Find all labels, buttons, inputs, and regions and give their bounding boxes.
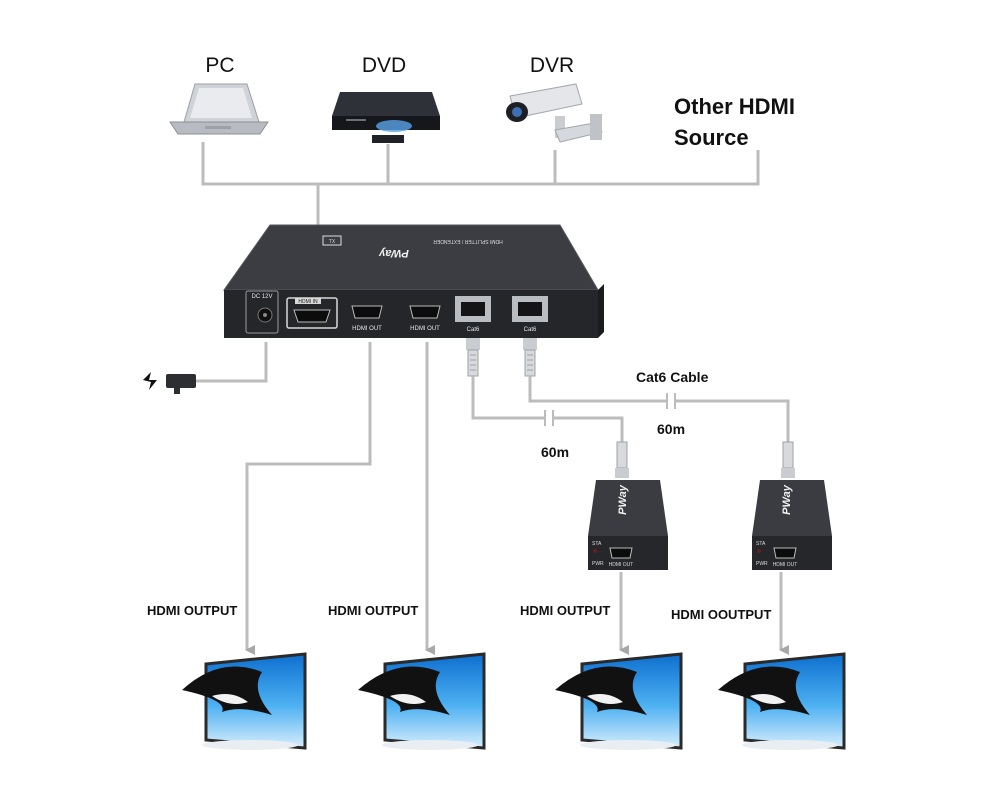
cat6-label-1: Cat6 (467, 327, 480, 333)
other-source-line1: Other HDMI (674, 94, 795, 119)
hdmi-out-label-1: HDMI OUT (352, 326, 382, 332)
hdmi-in-port (293, 309, 331, 323)
output-label-1: HDMI OUTPUT (147, 603, 237, 618)
hdmi-out-port-2 (409, 305, 441, 319)
splitter-brand: PWay (378, 247, 409, 259)
hdmi-in-label: HDMI IN (298, 299, 318, 305)
receiver-brand-1: PWay (617, 484, 629, 515)
other-source-line2: Source (674, 125, 749, 150)
lightning-icon (143, 372, 157, 390)
hdmi-out-label-2: HDMI OUT (410, 326, 440, 332)
output-label-3: HDMI OUTPUT (520, 603, 610, 618)
power-adapter-icon (166, 374, 196, 394)
laptop-icon (169, 83, 269, 135)
receiver-port-label-2: HDMI OUT (773, 562, 798, 568)
source-label-dvd: DVD (362, 54, 406, 77)
hdmi-out-port-1 (351, 305, 383, 319)
cat6-cable-label: Cat6 Cable (636, 369, 709, 385)
rj45-plug-icon (523, 338, 537, 377)
tx-badge-box (322, 235, 342, 246)
receiver-sta-2: STA (756, 541, 766, 547)
tv-display-3 (555, 652, 683, 750)
receiver-pwr-1: PWR (592, 561, 604, 567)
distance-label-2: 60m (657, 421, 685, 437)
tv-display-4 (718, 652, 846, 750)
cat6-label-2: Cat6 (524, 327, 537, 333)
dc-12v-label: DC 12V (251, 294, 272, 300)
tv-display-2 (358, 652, 486, 750)
splitter-title: HDMI SPLITTER / EXTENDER (433, 238, 503, 244)
tv-display-1 (182, 652, 307, 750)
dvd-player-icon (332, 92, 440, 143)
rj45-plug-icon (615, 441, 629, 478)
tx-badge: TX (329, 239, 336, 245)
receiver-device-1: PWay STA PWR HDMI OUT (588, 480, 668, 570)
source-label-pc: PC (205, 54, 234, 77)
source-label-dvr: DVR (530, 54, 574, 77)
receiver-sta-1: STA (592, 541, 602, 547)
distance-label-1: 60m (541, 444, 569, 460)
receiver-hdmi-port-1 (609, 547, 633, 559)
hdmi-splitter-device: PWay HDMI SPLITTER / EXTENDER TX DC 12V … (223, 224, 604, 338)
output-label-2: HDMI OUTPUT (328, 603, 418, 618)
receiver-brand-2: PWay (781, 484, 793, 515)
rj45-plug-icon (466, 338, 480, 377)
receiver-device-2: PWay STA PWR HDMI OUT (752, 480, 832, 570)
receiver-hdmi-port-2 (773, 547, 797, 559)
output-label-4: HDMI OOUTPUT (671, 607, 771, 622)
rj45-plug-icon (781, 441, 795, 478)
receiver-port-label-1: HDMI OUT (609, 562, 634, 568)
security-camera-icon (506, 83, 603, 143)
receiver-pwr-2: PWR (756, 561, 768, 567)
